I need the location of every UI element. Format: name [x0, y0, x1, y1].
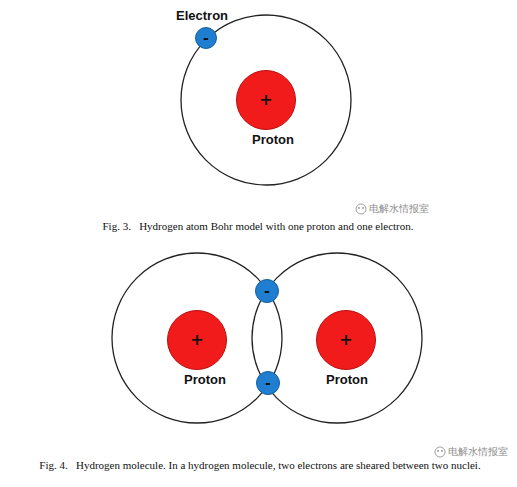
charge-sign: - — [264, 284, 270, 298]
charge-sign: - — [265, 376, 271, 390]
figure-caption: Fig. 4. Hydrogen molecule. In a hydrogen… — [39, 460, 480, 471]
electron-circle: - — [255, 279, 279, 303]
atom-label: Proton — [184, 373, 226, 386]
watermark: 电解水情报室 — [369, 204, 429, 214]
atom-label: Proton — [326, 373, 368, 386]
electron-circle: - — [256, 371, 280, 395]
orbit-circle — [181, 15, 351, 185]
watermark-icon — [356, 204, 366, 214]
charge-sign: + — [259, 92, 272, 108]
atom-label: Electron — [176, 9, 228, 22]
charge-sign: + — [339, 332, 352, 348]
atom-label: Proton — [252, 133, 294, 146]
figure-caption: Fig. 3. Hydrogen atom Bohr model with on… — [103, 221, 414, 232]
proton-circle: +Proton — [167, 310, 227, 370]
proton-circle: +Proton — [316, 310, 376, 370]
orbit-circle — [112, 253, 282, 423]
proton-circle: +Proton — [236, 70, 296, 130]
electron-circle: Electron- — [195, 27, 217, 49]
watermark-icon — [435, 447, 445, 457]
watermark: 电解水情报室 — [448, 447, 508, 457]
charge-sign: + — [190, 332, 203, 348]
orbit-circle — [252, 253, 422, 423]
charge-sign: - — [203, 31, 209, 45]
